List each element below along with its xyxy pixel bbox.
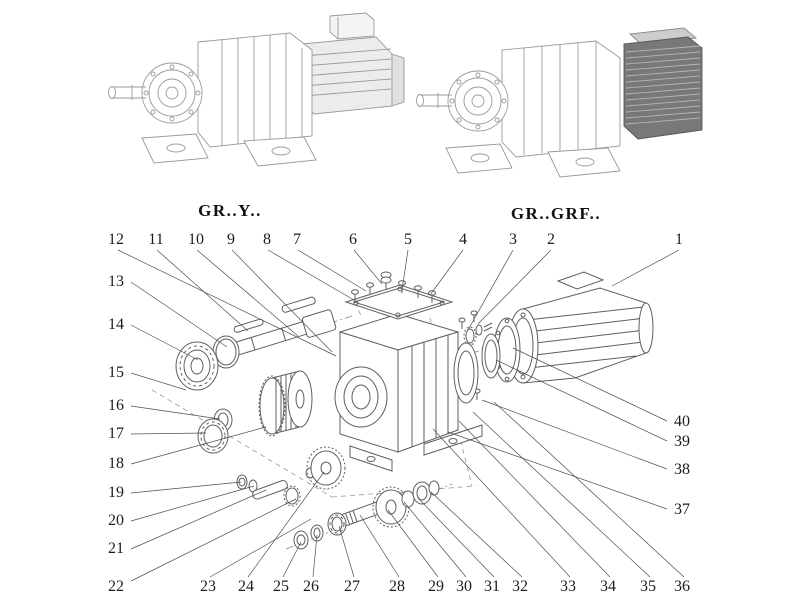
callout-21: 21	[108, 540, 124, 557]
callout-20: 20	[108, 512, 124, 529]
part-pinion-cluster	[236, 474, 301, 507]
part-gear-housing	[334, 313, 483, 472]
callout-23: 23	[200, 578, 216, 595]
callout-15: 15	[108, 364, 124, 381]
part-washer-26	[310, 524, 324, 542]
callout-3: 3	[509, 231, 517, 248]
part-bearing-14	[175, 341, 219, 391]
callout-1: 1	[675, 231, 683, 248]
callout-35: 35	[640, 578, 656, 595]
callout-38: 38	[674, 461, 690, 478]
callout-14: 14	[108, 316, 124, 333]
mounting-feet	[141, 133, 317, 167]
callout-11: 11	[148, 231, 163, 248]
callout-17: 17	[108, 425, 124, 442]
gear-housing-body	[501, 40, 621, 158]
part-gear-18	[258, 370, 313, 437]
callout-7: 7	[293, 231, 301, 248]
part-bearing-17	[197, 418, 229, 454]
callout-18: 18	[108, 455, 124, 472]
callout-34: 34	[600, 578, 616, 595]
part-ring-32	[428, 480, 440, 496]
callout-4: 4	[459, 231, 467, 248]
callout-29: 29	[428, 578, 444, 595]
motor-body	[301, 12, 405, 115]
variant-title-gr-grf: GR..GRF..	[511, 204, 601, 223]
callout-6: 6	[349, 231, 357, 248]
input-face-circles	[141, 62, 203, 124]
callout-16: 16	[108, 397, 124, 414]
callout-36: 36	[674, 578, 690, 595]
part-motor-pinion	[463, 322, 493, 346]
mounting-feet	[445, 143, 621, 178]
gearmotor-gr-y-drawing	[108, 12, 405, 167]
leader-lines	[117, 249, 685, 582]
gearmotor-gr-grf-drawing	[416, 27, 703, 178]
exploded-view	[117, 249, 685, 582]
part-bearing-31	[412, 481, 432, 505]
finned-motor-block	[623, 27, 703, 140]
callout-13: 13	[108, 273, 124, 290]
output-shaft-stub	[108, 85, 146, 100]
part-bearing-27	[327, 512, 347, 536]
callout-32: 32	[512, 578, 528, 595]
callout-10: 10	[188, 231, 204, 248]
part-washer-30	[401, 490, 415, 508]
callout-39: 39	[674, 433, 690, 450]
callout-26: 26	[303, 578, 319, 595]
callout-30: 30	[456, 578, 472, 595]
part-motor-flange	[481, 317, 521, 383]
callout-2: 2	[547, 231, 555, 248]
input-face-circles	[447, 70, 509, 132]
part-end-cap-25	[293, 530, 309, 550]
callout-33: 33	[560, 578, 576, 595]
callout-8: 8	[263, 231, 271, 248]
callout-19: 19	[108, 484, 124, 501]
callout-37: 37	[674, 501, 690, 518]
callout-28: 28	[389, 578, 405, 595]
part-motor	[504, 271, 654, 384]
callout-22: 22	[108, 578, 124, 595]
callout-31: 31	[484, 578, 500, 595]
callout-27: 27	[344, 578, 360, 595]
output-shaft-stub	[416, 93, 452, 108]
gear-housing-body	[197, 32, 313, 148]
part-gear-24	[305, 446, 346, 490]
callout-numbers: 12 11 10 9 8 7 6 5 4 3 2 1 13 14 15 16 1…	[108, 231, 690, 595]
callout-24: 24	[238, 578, 254, 595]
callout-5: 5	[404, 231, 412, 248]
callout-9: 9	[227, 231, 235, 248]
part-top-cover	[344, 284, 454, 320]
callout-40: 40	[674, 413, 690, 430]
callout-25: 25	[273, 578, 289, 595]
callout-12: 12	[108, 231, 124, 248]
variant-title-gr-y: GR..Y..	[198, 201, 262, 220]
